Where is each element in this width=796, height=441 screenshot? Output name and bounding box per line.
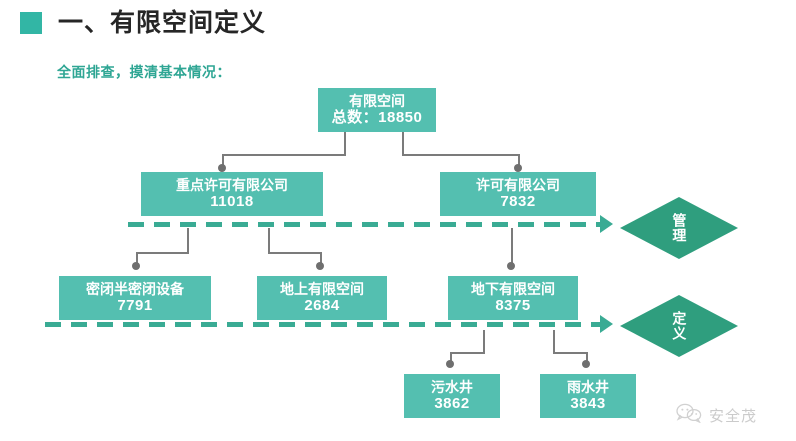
header-bullet-icon (20, 12, 42, 34)
watermark: 安全茂 (676, 403, 757, 428)
connector-dot-above (316, 262, 324, 270)
node-licensed-company[interactable]: 许可有限公司 7832 (440, 172, 596, 216)
connector-keylic-right-stem (268, 228, 270, 252)
connector-dot-rain (582, 360, 590, 368)
connector-keylic-left-horizontal (136, 252, 189, 254)
node-sewage-well-value: 3862 (434, 395, 470, 413)
diamond-definition[interactable]: 定义 (620, 295, 738, 357)
connector-below-left-drop (450, 352, 452, 362)
node-key-licensed-company[interactable]: 重点许可有限公司 11018 (141, 172, 323, 216)
node-key-licensed-company-label: 重点许可有限公司 (176, 176, 288, 193)
node-sewage-well-label: 污水井 (431, 378, 473, 395)
node-rainwater-well[interactable]: 雨水井 3843 (540, 374, 636, 418)
page-title: 一、有限空间定义 (58, 8, 267, 37)
dashed-line-define (45, 322, 600, 327)
node-sealed-equipment-label: 密闭半密闭设备 (86, 280, 184, 297)
node-aboveground-space-value: 2684 (304, 297, 340, 315)
node-underground-space-label: 地下有限空间 (471, 280, 555, 297)
connector-root-left-stem (344, 132, 346, 154)
connector-root-left-horizontal (222, 154, 346, 156)
connector-dot-sealed (132, 262, 140, 270)
connector-keylic-left-drop (136, 252, 138, 264)
connector-keylic-right-drop (320, 252, 322, 264)
connector-dot-below (507, 262, 515, 270)
connector-dot-sewage (446, 360, 454, 368)
node-sealed-equipment[interactable]: 密闭半密闭设备 7791 (59, 276, 211, 320)
subtitle-text: 全面排查，摸清基本情况： (57, 64, 231, 80)
wechat-icon (676, 403, 702, 428)
connector-below-right-stem (553, 330, 555, 352)
node-licensed-company-label: 许可有限公司 (476, 176, 560, 193)
node-underground-space-value: 8375 (495, 297, 531, 315)
node-aboveground-space-label: 地上有限空间 (280, 280, 364, 297)
connector-below-left-horizontal (450, 352, 485, 354)
node-sealed-equipment-value: 7791 (117, 297, 153, 315)
connector-root-left-drop (222, 154, 224, 166)
connector-below-right-drop (586, 352, 588, 362)
connector-below-right-horizontal (553, 352, 588, 354)
diamond-management-label: 管理 (671, 213, 688, 243)
node-underground-space[interactable]: 地下有限空间 8375 (448, 276, 578, 320)
node-licensed-company-value: 7832 (500, 193, 536, 211)
connector-lic-stem (511, 228, 513, 264)
connector-keylic-right-horizontal (268, 252, 322, 254)
dashed-arrow-manage-icon (600, 215, 613, 233)
page-header: 一、有限空间定义 (0, 0, 796, 46)
connector-below-left-stem (483, 330, 485, 352)
node-rainwater-well-value: 3843 (570, 395, 606, 413)
diamond-management[interactable]: 管理 (620, 197, 738, 259)
node-aboveground-space[interactable]: 地上有限空间 2684 (257, 276, 387, 320)
dashed-arrow-define-icon (600, 315, 613, 333)
node-rainwater-well-label: 雨水井 (567, 378, 609, 395)
node-root-label: 有限空间 (349, 92, 405, 109)
diamond-definition-label: 定义 (671, 311, 688, 341)
connector-dot-lic (514, 164, 522, 172)
node-root-value: 总数：18850 (331, 109, 423, 127)
watermark-text: 安全茂 (709, 408, 758, 425)
node-root[interactable]: 有限空间 总数：18850 (318, 88, 436, 132)
connector-keylic-left-stem (187, 228, 189, 252)
node-sewage-well[interactable]: 污水井 3862 (404, 374, 500, 418)
connector-root-right-drop (518, 154, 520, 166)
connector-root-right-stem (402, 132, 404, 154)
dashed-line-manage (128, 222, 600, 227)
connector-root-right-horizontal (402, 154, 520, 156)
connector-dot-key-lic (218, 164, 226, 172)
node-key-licensed-company-value: 11018 (210, 193, 254, 211)
